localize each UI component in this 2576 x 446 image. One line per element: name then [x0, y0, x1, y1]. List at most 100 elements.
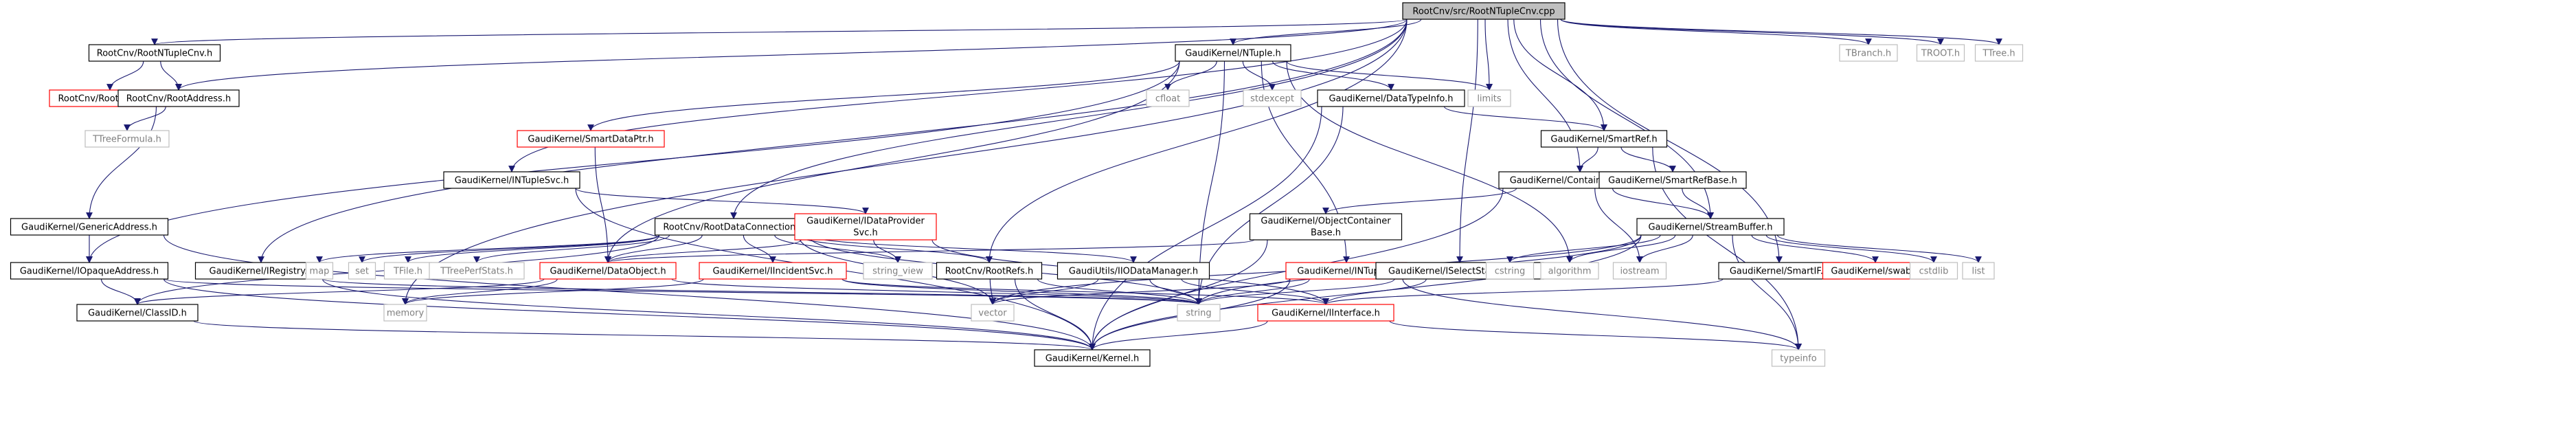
node-tbranch: TBranch.h — [1839, 44, 1898, 62]
edge-root-to-smartif — [1557, 19, 1783, 263]
node-label: TROOT.h — [1921, 49, 1960, 59]
node-root[interactable]: RootCnv/src/RootNTupleCnv.cpp — [1402, 2, 1566, 20]
edge-root-to-limits — [1484, 19, 1493, 91]
edge-ocb-to-kernel — [1089, 239, 1268, 350]
node-gaddr[interactable]: GaudiKernel/GenericAddress.h — [10, 218, 169, 236]
edge-root-to-troot — [1560, 19, 1944, 45]
node-sref[interactable]: GaudiKernel/SmartRef.h — [1540, 130, 1668, 148]
node-box — [654, 218, 813, 236]
node-box — [1612, 262, 1667, 280]
node-box — [76, 304, 199, 322]
edge-gntuple-to-ioa — [86, 60, 1180, 263]
node-label: GaudiKernel/swab.h — [1831, 267, 1919, 277]
edge-root-to-ireg — [258, 19, 1408, 263]
edge-rrefs-to-vector — [989, 278, 996, 305]
edge-intuple-to-string — [1195, 278, 1310, 305]
node-label: vector — [978, 309, 1007, 319]
node-label: RootCnv/RootDataConnection.h — [663, 223, 804, 233]
edge-root-to-rdc — [730, 19, 1408, 219]
node-box — [794, 213, 937, 241]
edge-ioa-to-kernel — [163, 278, 1096, 350]
node-box — [1718, 262, 1840, 280]
node-ttf: TTreeFormula.h — [84, 130, 170, 148]
nodes: RootCnv/src/RootNTupleCnv.cppRootCnv/Roo… — [10, 2, 2024, 367]
node-classid[interactable]: GaudiKernel/ClassID.h — [76, 304, 199, 322]
edge-root-to-gntuple — [1230, 19, 1422, 45]
node-label: limits — [1477, 94, 1502, 104]
edge-gntuple-to-sdp — [587, 60, 1180, 131]
node-box — [1057, 262, 1210, 280]
node-sbuf[interactable]: GaudiKernel/StreamBuffer.h — [1636, 218, 1785, 236]
edge-classid-to-kernel — [193, 320, 1096, 350]
node-rrefs[interactable]: RootCnv/RootRefs.h — [936, 262, 1043, 280]
edge-rdc-to-set — [359, 234, 660, 263]
edge-iss-to-string — [1195, 278, 1395, 305]
node-raddr[interactable]: RootCnv/RootAddress.h — [117, 89, 240, 107]
node-label: GaudiKernel/GenericAddress.h — [21, 223, 157, 233]
node-box — [1962, 262, 1995, 280]
edge-dobj-to-string — [671, 278, 1202, 305]
node-sdp[interactable]: GaudiKernel/SmartDataPtr.h — [517, 130, 665, 148]
edge-root-to-memory — [402, 19, 1408, 305]
edge-ocb-to-dobj — [605, 239, 1255, 263]
node-box — [305, 262, 334, 280]
edge-raddr-to-gaddr — [86, 106, 157, 219]
edge-ireg-to-string — [321, 278, 1202, 305]
node-gntuple[interactable]: GaudiKernel/NTuple.h — [1175, 44, 1291, 62]
edge-rdc-to-tfile — [405, 234, 660, 263]
node-label: GaudiKernel/DataObject.h — [550, 267, 666, 277]
edge-gntuple-to-algorithm — [1286, 60, 1573, 263]
node-box — [1034, 349, 1151, 367]
node-dobj[interactable]: GaudiKernel/DataObject.h — [539, 262, 677, 280]
node-box — [1540, 262, 1599, 280]
node-ireg[interactable]: GaudiKernel/IRegistry.h — [194, 262, 328, 280]
edge-rntc-to-raddr — [160, 60, 182, 91]
edge-sbuf-to-kernel — [1089, 234, 1642, 350]
edge-smartif-to-iif — [1322, 278, 1724, 305]
edge-sbuf-to-swab — [1751, 234, 1879, 263]
node-box — [1916, 44, 1965, 62]
node-srefbase[interactable]: GaudiKernel/SmartRefBase.h — [1598, 171, 1747, 189]
node-rdc[interactable]: RootCnv/RootDataConnection.h — [654, 218, 813, 236]
node-intsvc[interactable]: GaudiKernel/INTupleSvc.h — [443, 171, 580, 189]
edge-root-to-sref — [1513, 19, 1607, 131]
node-typeinfo: typeinfo — [1771, 349, 1826, 367]
node-box — [1467, 89, 1511, 107]
node-label: GaudiKernel/INTuple.h — [1297, 267, 1395, 277]
node-dti[interactable]: GaudiKernel/DataTypeInfo.h — [1317, 89, 1465, 107]
node-map: map — [305, 262, 334, 280]
edge-intsvc-to-idps — [575, 188, 869, 214]
node-label: map — [310, 267, 330, 277]
node-kernel[interactable]: GaudiKernel/Kernel.h — [1034, 349, 1151, 367]
edge-intuple-to-vector — [989, 278, 1291, 305]
edge-gntuple-to-dti — [1272, 60, 1394, 91]
node-label: Svc.h — [853, 228, 877, 238]
edge-root-to-tbranch — [1560, 19, 1872, 45]
node-box — [1402, 2, 1566, 20]
edge-rdc-to-tps — [473, 234, 670, 263]
node-ioa[interactable]: GaudiKernel/IOpaqueAddress.h — [10, 262, 169, 280]
edge-rdc-to-iis — [743, 234, 776, 263]
node-box — [1146, 89, 1190, 107]
node-label: RootCnv/src/RootNTupleCnv.cpp — [1412, 7, 1555, 17]
node-iif[interactable]: GaudiKernel/IInterface.h — [1257, 304, 1394, 322]
node-label: TBranch.h — [1845, 49, 1891, 59]
node-label: GaudiKernel/IDataProvider — [806, 216, 925, 227]
node-label: GaudiKernel/SmartDataPtr.h — [528, 135, 653, 145]
node-label: GaudiKernel/SmartRef.h — [1550, 135, 1657, 145]
edge-iodm-to-vector — [989, 278, 1099, 305]
edge-ioa-to-classid — [100, 278, 141, 305]
edge-cobj-to-ocb — [1322, 188, 1517, 214]
node-iodm[interactable]: GaudiUtils/IIODataManager.h — [1057, 262, 1210, 280]
node-cstring: cstring — [1485, 262, 1535, 280]
node-cfloat: cfloat — [1146, 89, 1190, 107]
node-iis[interactable]: GaudiKernel/IIncidentSvc.h — [699, 262, 847, 280]
edge-rrefs-to-string — [1037, 278, 1202, 305]
node-box — [194, 262, 328, 280]
node-stdexcept: stdexcept — [1243, 89, 1302, 107]
edge-dobj-to-memory — [402, 278, 558, 305]
node-smartif[interactable]: GaudiKernel/SmartIF.h — [1718, 262, 1840, 280]
node-rntc[interactable]: RootCnv/RootNTupleCnv.h — [88, 44, 221, 62]
